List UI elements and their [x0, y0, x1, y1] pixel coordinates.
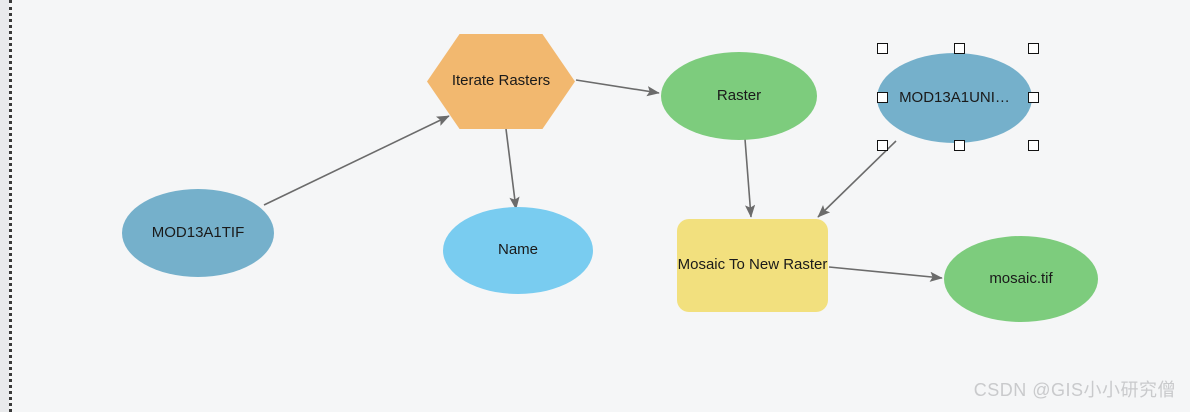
node-label: Iterate Rasters — [451, 72, 551, 90]
node-iterate-rasters[interactable]: Iterate Rasters — [427, 34, 575, 129]
canvas-left-gutter — [0, 0, 9, 412]
edge-iterate-to-name — [505, 128, 520, 210]
edge-raster-to-mosaic-tool — [744, 138, 756, 218]
selection-handle-top-right[interactable] — [1028, 43, 1039, 54]
node-label: Name — [497, 241, 538, 259]
node-raster-variable[interactable]: Raster — [661, 52, 817, 140]
selection-handle-bottom-center[interactable] — [954, 140, 965, 151]
node-mosaic-tif[interactable]: mosaic.tif — [944, 236, 1098, 322]
selection-handle-top-left[interactable] — [877, 43, 888, 54]
selection-handle-top-center[interactable] — [954, 43, 965, 54]
node-mod13a1tif[interactable]: MOD13A1TIF — [122, 189, 274, 277]
node-label: mosaic.tif — [989, 269, 1053, 287]
watermark-text: CSDN @GIS小小研究僧 — [973, 380, 1176, 400]
node-label: Mosaic To New Raster — [677, 256, 828, 274]
edge-mod13a1tif-to-iterate — [263, 115, 450, 206]
node-mosaic-to-new-raster[interactable]: Mosaic To New Raster — [677, 219, 828, 312]
canvas-dotted-boundary — [9, 0, 12, 412]
node-label: Raster — [716, 86, 762, 104]
node-mod13a1uni[interactable]: MOD13A1UNI… — [877, 53, 1032, 143]
edge-iterate-to-raster — [575, 79, 660, 97]
edge-mod13a1uni-to-mosaic-tool — [817, 140, 897, 218]
node-label: MOD13A1TIF — [151, 223, 245, 241]
selection-handle-bottom-left[interactable] — [877, 140, 888, 151]
selection-handle-middle-left[interactable] — [877, 92, 888, 103]
node-label: MOD13A1UNI… — [899, 88, 1010, 106]
node-name-variable[interactable]: Name — [443, 207, 593, 294]
edge-mosaic-tool-to-mosaic-tif — [828, 266, 943, 282]
selection-handle-middle-right[interactable] — [1028, 92, 1039, 103]
selection-handle-bottom-right[interactable] — [1028, 140, 1039, 151]
